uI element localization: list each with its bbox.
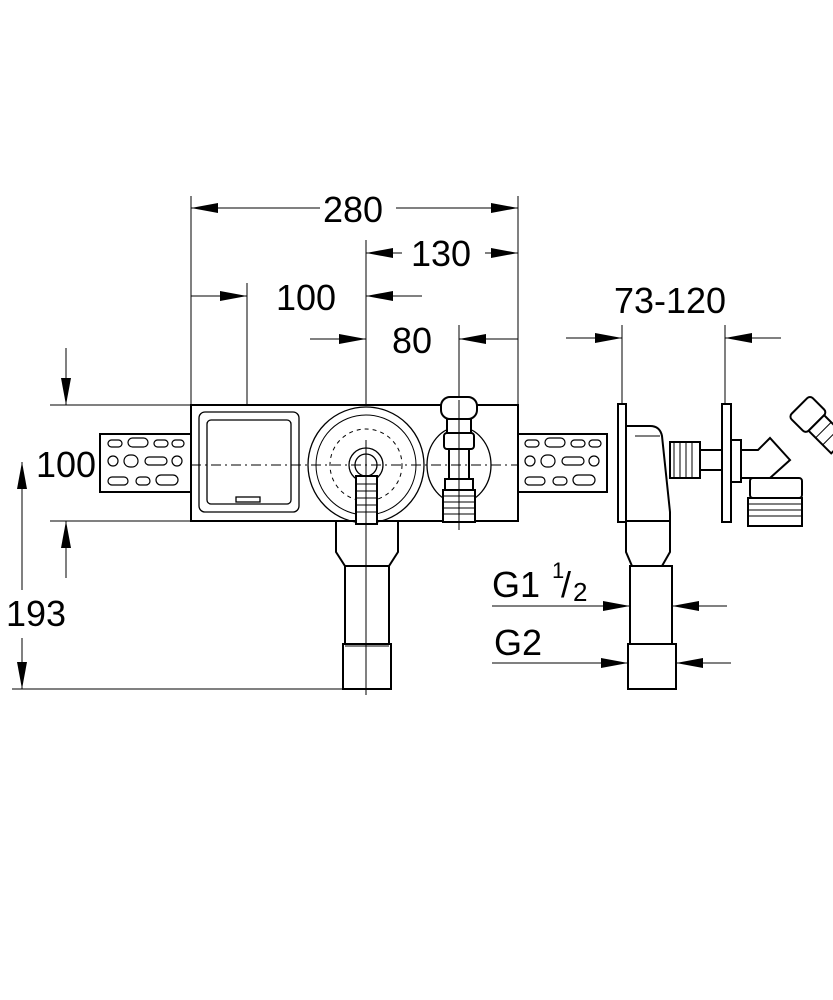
dimension-100-vertical-label: 100 xyxy=(36,444,96,485)
waste-pipe xyxy=(335,520,399,690)
box-opening xyxy=(198,411,300,513)
thread-g2-label: G2 xyxy=(494,622,542,663)
dimension-73-120-label: 73-120 xyxy=(614,280,726,321)
thread-g1-1-2-label: G1 1 / 2 xyxy=(492,558,587,607)
dimension-193-label: 193 xyxy=(6,593,66,634)
thread-g1-prefix: G1 xyxy=(492,564,540,605)
thread-fraction-numerator: 1 xyxy=(552,558,564,583)
front-view xyxy=(99,396,608,695)
dimension-100-horizontal-label: 100 xyxy=(276,277,336,318)
mounting-bracket-left xyxy=(99,433,192,493)
mounting-bracket-right xyxy=(517,433,608,493)
side-view xyxy=(617,396,833,690)
thread-fraction-slash: / xyxy=(561,564,571,605)
dimension-labels: 280 130 100 80 73-120 100 193 G1 1 / 2 G… xyxy=(6,189,726,663)
dimension-lines xyxy=(12,196,781,695)
thread-fraction-denominator: 2 xyxy=(573,577,587,607)
dimension-130-label: 130 xyxy=(411,233,471,274)
dimension-80-label: 80 xyxy=(392,320,432,361)
dimension-280-label: 280 xyxy=(323,189,383,230)
